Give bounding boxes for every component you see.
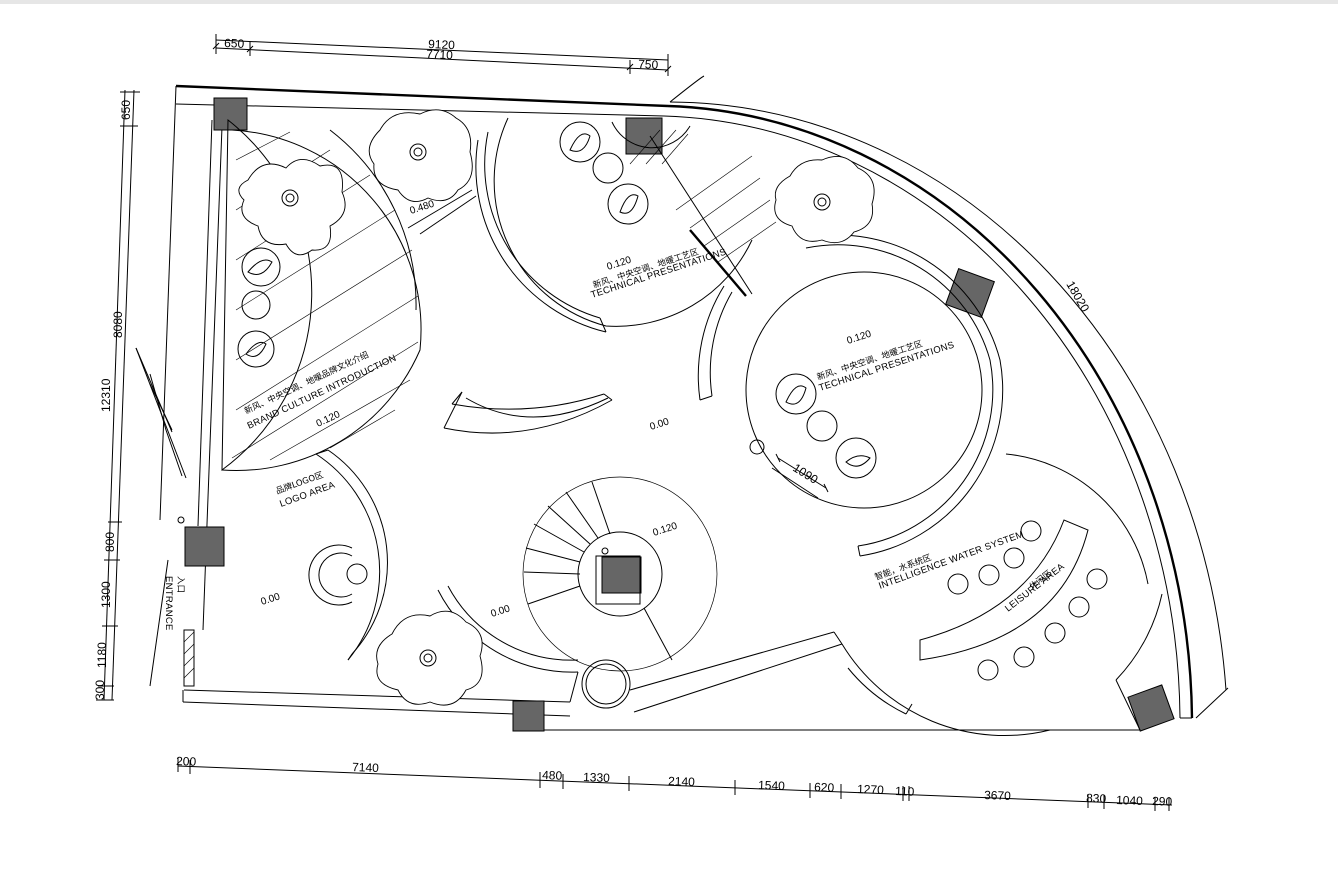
dim-bottom-7140: 7140: [352, 760, 380, 775]
arc-dim-start-tick: [669, 75, 705, 103]
column-top-center: [625, 117, 663, 155]
viewer-top-bar: [0, 0, 1338, 4]
center-elevation: 0.00: [649, 416, 671, 433]
dim-bottom-830: 830: [1086, 791, 1107, 806]
dim-top-9120: 9120: [428, 37, 456, 52]
entrance-wall-hatch: [183, 631, 195, 679]
dim-top-650: 650: [224, 36, 245, 51]
dim-left-300: 300: [93, 680, 107, 700]
dim-left-800: 800: [103, 532, 117, 552]
spiral-stair: [522, 476, 718, 672]
dim-bottom-620: 620: [814, 780, 835, 795]
dim-left-8080: 8080: [111, 311, 125, 338]
entrance-cn-label: 入口: [175, 576, 185, 593]
dim-bottom-1540: 1540: [758, 778, 786, 793]
tree-right-icon: [774, 155, 875, 244]
dim-bottom-1330: 1330: [583, 770, 611, 785]
tech2-elevation: 0.120: [846, 329, 874, 347]
ramp-line-1: [407, 189, 473, 229]
dim-bottom-110: 110: [895, 784, 915, 799]
tree-upper-center-icon: [368, 109, 473, 203]
bottom-dimension-lines: [177, 758, 1173, 811]
dim-bottom-1270: 1270: [857, 782, 885, 797]
tree-upper-left-icon: [238, 159, 346, 256]
column-top-left: [213, 97, 248, 131]
leisure-area-en-label: LEISURE AREA: [1003, 561, 1067, 614]
technical-zone-1: [475, 117, 777, 333]
dim-bottom-3670: 3670: [984, 788, 1012, 803]
lower-elevation: 0.00: [490, 603, 512, 620]
tree-bottom-icon: [376, 610, 483, 706]
dim-arc-18020: 18020: [1063, 279, 1092, 315]
dim-bottom-1040: 1040: [1116, 793, 1144, 808]
dim-bottom-290: 290: [1152, 794, 1173, 809]
dim-left-12310: 12310: [99, 378, 113, 412]
logo-area-zone: [308, 449, 388, 661]
building-outline: [135, 84, 1194, 731]
column-bottom-right: [1127, 684, 1175, 732]
leisure-area-zone: [919, 453, 1149, 681]
dim-bottom-480: 480: [542, 768, 563, 783]
center-curved-counter: [443, 391, 613, 434]
top-dimension-lines: [212, 34, 672, 76]
ramp-line-2: [419, 195, 477, 235]
column-left-entrance: [184, 526, 225, 567]
left-dimension-lines: [96, 89, 140, 701]
tech1-en-label: TECHNICAL PRESENTATIONS: [590, 247, 728, 301]
dim-left-650: 650: [119, 100, 133, 120]
dim-top-7710: 7710: [426, 47, 454, 62]
dim-bottom-2140: 2140: [668, 774, 696, 789]
logo-floor-elevation: 0.00: [260, 591, 282, 608]
dim-left-1300: 1300: [99, 581, 113, 608]
column-right-upper: [945, 268, 995, 318]
dim-top-750: 750: [638, 57, 659, 72]
stair-core-column: [601, 556, 642, 594]
entrance-en-label: ENTRANCE: [163, 576, 174, 631]
technical-zone-2: [697, 234, 1004, 557]
dim-bottom-200: 200: [176, 754, 197, 769]
column-bottom-center: [512, 700, 545, 732]
bottom-curved-walls: [437, 585, 1163, 737]
dim-left-1180: 1180: [95, 642, 109, 668]
arc-dimension-line: [669, 101, 1227, 691]
water-system-en-label: INTELLIGENCE WATER SYSTEM: [877, 529, 1025, 592]
stair-elevation: 0.120: [652, 521, 680, 539]
